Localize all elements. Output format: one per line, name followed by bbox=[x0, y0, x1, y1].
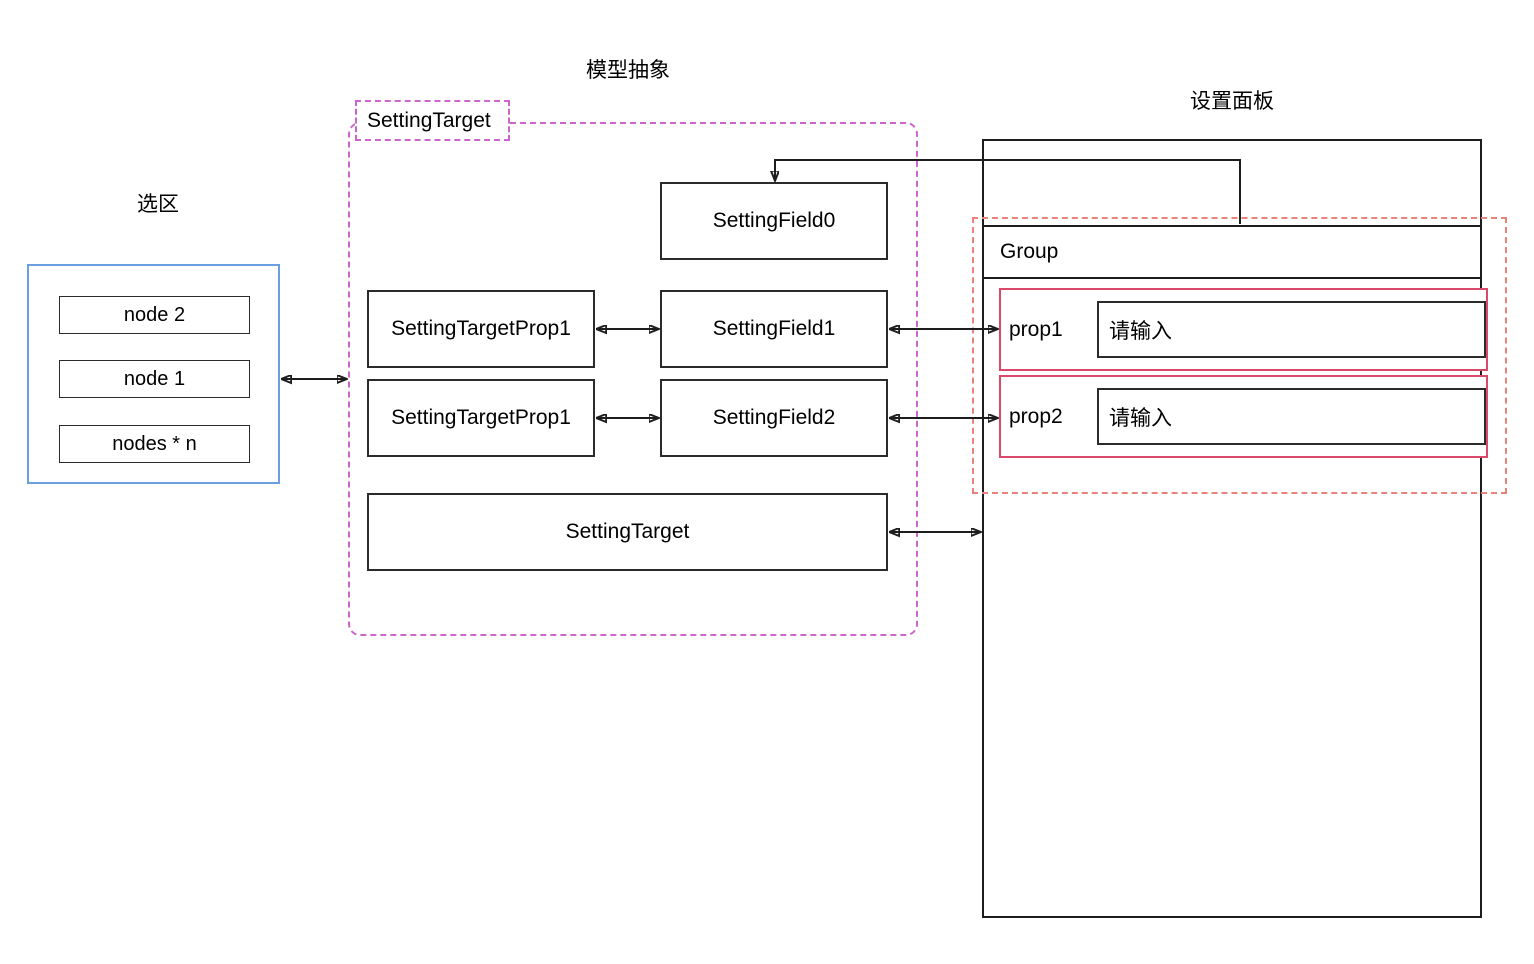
prop-row-1-label: prop2 bbox=[1009, 404, 1063, 428]
selection-node-2[interactable]: nodes * n bbox=[59, 425, 250, 463]
selection-section-title: 选区 bbox=[137, 193, 179, 216]
prop-row-1-input[interactable]: 请输入 bbox=[1097, 388, 1486, 445]
model-abstraction-container bbox=[348, 122, 918, 636]
prop-row-1[interactable]: prop2 请输入 bbox=[999, 375, 1488, 458]
setting-target-box[interactable]: SettingTarget bbox=[367, 493, 888, 571]
setting-field-0[interactable]: SettingField0 bbox=[660, 182, 888, 260]
panel-section-title: 设置面板 bbox=[1190, 90, 1274, 113]
model-section-title: 模型抽象 bbox=[586, 59, 670, 82]
setting-target-prop-1[interactable]: SettingTargetProp1 bbox=[367, 379, 595, 457]
setting-field-2[interactable]: SettingField2 bbox=[660, 379, 888, 457]
setting-target-prop-0[interactable]: SettingTargetProp1 bbox=[367, 290, 595, 368]
selection-node-0[interactable]: node 2 bbox=[59, 296, 250, 334]
group-header[interactable]: Group bbox=[982, 225, 1482, 279]
selection-node-1[interactable]: node 1 bbox=[59, 360, 250, 398]
prop-row-0-label: prop1 bbox=[1009, 317, 1063, 341]
model-container-label: SettingTarget bbox=[355, 100, 510, 141]
setting-field-1[interactable]: SettingField1 bbox=[660, 290, 888, 368]
prop-row-0-input[interactable]: 请输入 bbox=[1097, 301, 1486, 358]
prop-row-0[interactable]: prop1 请输入 bbox=[999, 288, 1488, 371]
